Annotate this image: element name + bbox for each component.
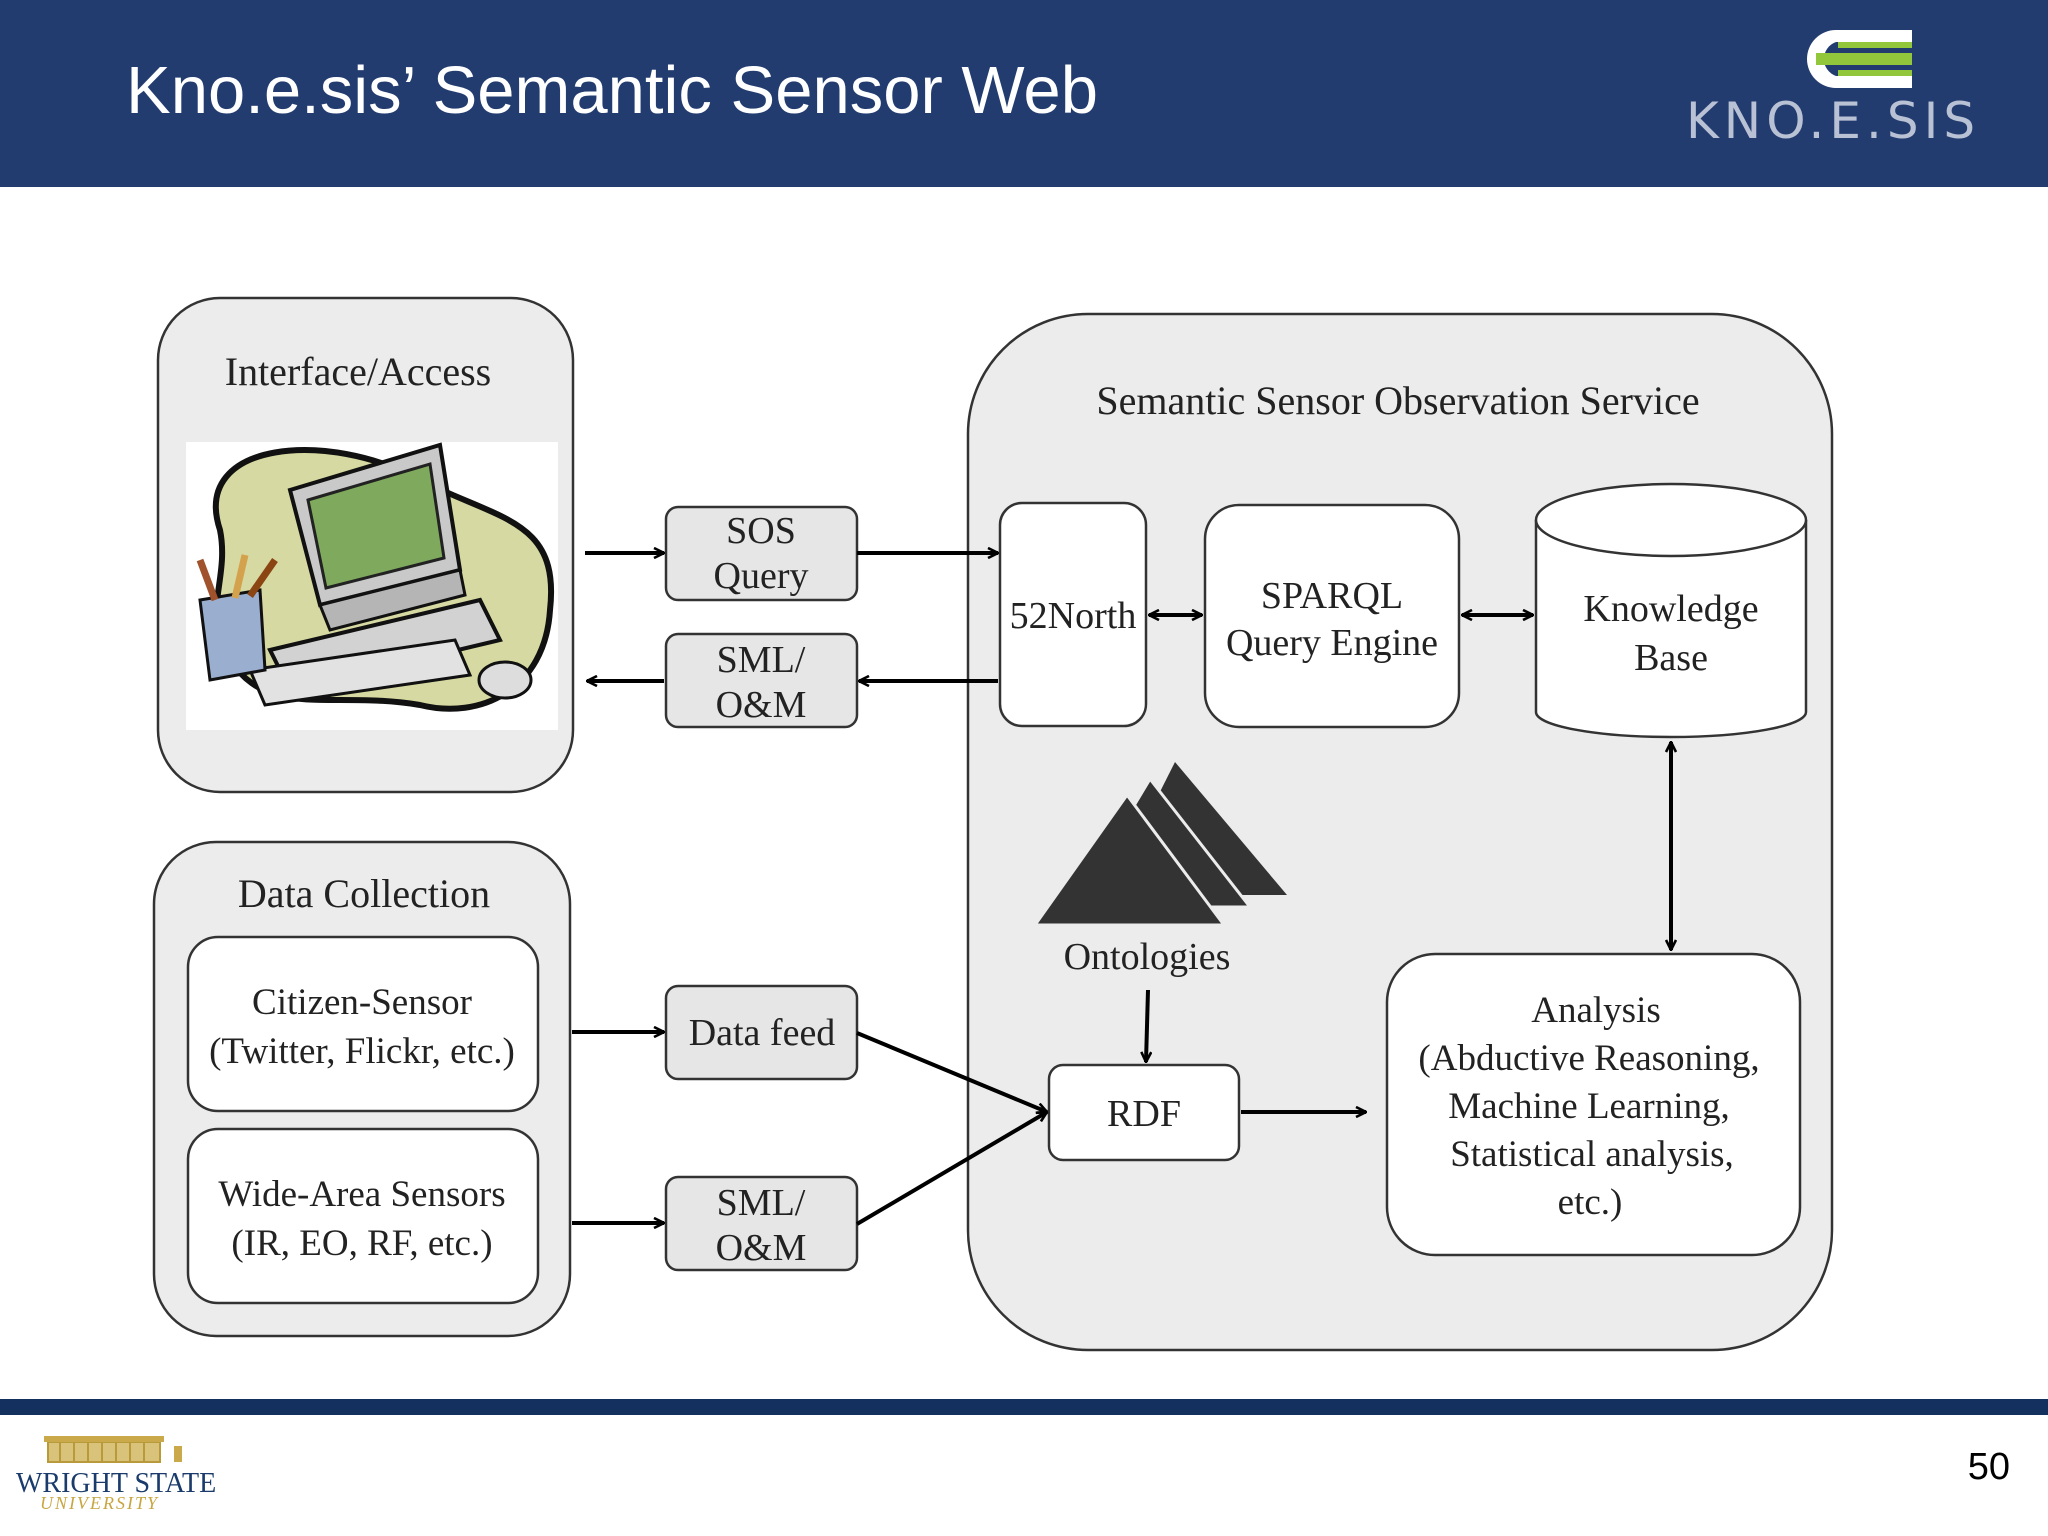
knowledge-base-label-2: Base: [1634, 637, 1708, 679]
interface-access-title: Interface/Access: [225, 349, 491, 394]
knowledge-base-cylinder: Knowledge Base: [1534, 482, 1808, 739]
analysis-detail-2: Machine Learning,: [1448, 1086, 1730, 1127]
wide-area-sensors-examples: (IR, EO, RF, etc.): [231, 1223, 492, 1264]
sos-service-panel: Semantic Sensor Observation Service 52No…: [966, 312, 1834, 1352]
semantic-sensor-web-diagram: Interface/Access Data Collection Citizen…: [152, 296, 1834, 1352]
connectors: [572, 553, 1671, 1224]
wide-area-sensors-box: Wide-Area Sensors (IR, EO, RF, etc.): [186, 1127, 540, 1305]
analysis-label: Analysis: [1531, 990, 1661, 1031]
data-collection-title: Data Collection: [238, 871, 490, 916]
sos-query-box: SOS Query: [664, 505, 859, 602]
data-feed-label: Data feed: [689, 1012, 836, 1054]
slide-title: Kno.e.sis’ Semantic Sensor Web: [126, 53, 1098, 128]
sos-label: SOS: [726, 510, 796, 552]
sos-service-title: Semantic Sensor Observation Service: [1096, 378, 1699, 423]
om-bottom-label: O&M: [716, 1227, 807, 1269]
analysis-detail-4: etc.): [1558, 1182, 1623, 1223]
knoesis-logo-mark: [1807, 30, 1912, 88]
citizen-sensor-box: Citizen-Sensor (Twitter, Flickr, etc.): [186, 935, 540, 1113]
ontologies-label: Ontologies: [1064, 936, 1231, 978]
sparql-engine-box: SPARQL Query Engine: [1203, 503, 1461, 729]
knoesis-logo-text: KNO.E.SIS: [1686, 92, 1981, 150]
knowledge-base-label: Knowledge: [1583, 588, 1758, 630]
52north-label: 52North: [1010, 595, 1137, 637]
data-collection-panel: Data Collection Citizen-Sensor (Twitter,…: [152, 840, 572, 1338]
computer-icon: [186, 442, 558, 730]
analysis-detail-1: (Abductive Reasoning,: [1418, 1038, 1759, 1079]
citizen-sensor-label: Citizen-Sensor: [252, 982, 472, 1023]
wright-state-logo-subtext: UNIVERSITY: [40, 1493, 159, 1513]
analysis-detail-3: Statistical analysis,: [1450, 1134, 1734, 1175]
sml-bottom-label: SML/: [717, 1182, 806, 1224]
52north-box: 52North: [998, 501, 1148, 728]
ontologies-icon: [1032, 762, 1287, 927]
analysis-box: Analysis (Abductive Reasoning, Machine L…: [1385, 952, 1802, 1257]
sml-top-label: SML/: [717, 639, 806, 681]
citizen-sensor-examples: (Twitter, Flickr, etc.): [209, 1031, 515, 1072]
wright-state-logo-text: WRIGHT STATE: [16, 1468, 217, 1499]
rdf-box: RDF: [1047, 1063, 1241, 1162]
data-feed-box: Data feed: [664, 984, 859, 1081]
sos-query-label: Query: [714, 555, 809, 597]
wright-state-building-icon: [44, 1436, 182, 1463]
sml-om-bottom-box: SML/ O&M: [664, 1175, 859, 1272]
footer-bar: [0, 1399, 2048, 1415]
sml-om-top-box: SML/ O&M: [664, 632, 859, 729]
rdf-label: RDF: [1107, 1093, 1181, 1135]
slide-header: [0, 0, 2048, 187]
sparql-engine-label: Query Engine: [1226, 622, 1438, 664]
interface-access-panel: Interface/Access: [156, 296, 575, 794]
sparql-label: SPARQL: [1261, 575, 1403, 617]
page-number: 50: [1967, 1446, 2010, 1488]
wide-area-sensors-label: Wide-Area Sensors: [218, 1174, 505, 1215]
om-top-label: O&M: [716, 684, 807, 726]
